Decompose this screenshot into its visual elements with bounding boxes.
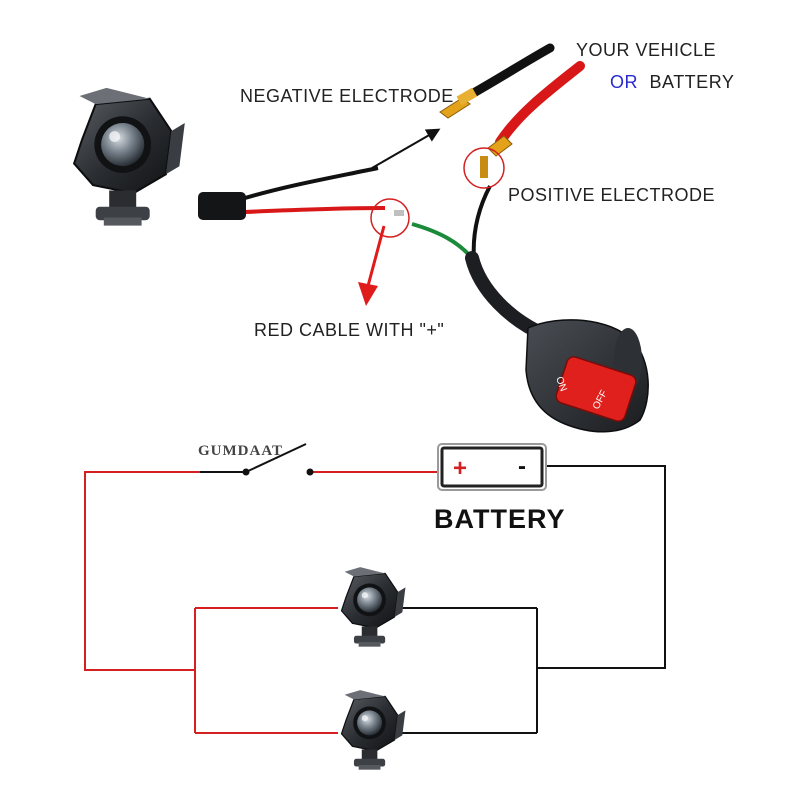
switch-green-wire — [411, 222, 474, 260]
positive-spade-connector — [480, 135, 513, 178]
battery-icon: + - — [437, 443, 547, 491]
light-red-wire — [244, 206, 386, 214]
vehicle-positive-wire — [495, 61, 585, 147]
light-black-wire — [244, 166, 379, 200]
red-cable-highlight-circle — [370, 198, 410, 238]
battery-title: BATTERY — [434, 504, 566, 534]
light-wire-sleeve — [198, 192, 246, 220]
switch-symbol-icon — [200, 443, 314, 476]
battery-minus: - — [518, 453, 526, 480]
watermark-text: GUMDAAT — [198, 443, 283, 459]
vehicle-negative-wire — [465, 43, 555, 100]
red-cable-pin — [394, 210, 404, 216]
circuit-schematic: GUMDAAT + - BATTERY — [84, 443, 666, 771]
negative-arrow — [371, 128, 441, 169]
vehicle-label-line1: YOUR VEHICLE — [576, 40, 716, 60]
red-cable-label: RED CABLE WITH "+" — [254, 320, 444, 340]
schematic-black-wire — [398, 465, 666, 734]
red-cable-arrow — [358, 225, 386, 306]
switch-on-label: ON — [553, 375, 568, 393]
vehicle-battery-word: BATTERY — [650, 72, 735, 92]
vehicle-or-word: OR — [610, 72, 638, 92]
top-wiring-illustration: ON OFF NEGATIVE ELECTRODE POSITIVE ELECT… — [73, 40, 734, 433]
negative-spade-connector — [439, 87, 478, 119]
positive-highlight-circle — [463, 147, 505, 189]
switch-rocker[interactable] — [554, 355, 637, 423]
handlebar-switch-icon: ON OFF — [525, 319, 649, 433]
fog-light-icon — [340, 566, 407, 648]
fog-light-icon — [340, 689, 407, 771]
vehicle-label-line2: OR BATTERY — [610, 72, 734, 92]
schematic-red-wire — [84, 471, 338, 734]
battery-plus: + — [453, 455, 467, 482]
negative-electrode-label: NEGATIVE ELECTRODE — [240, 86, 454, 106]
positive-electrode-label: POSITIVE ELECTRODE — [508, 185, 715, 205]
switch-black-wire — [471, 185, 492, 261]
switch-cable — [465, 251, 552, 342]
fog-light-icon — [73, 86, 186, 227]
